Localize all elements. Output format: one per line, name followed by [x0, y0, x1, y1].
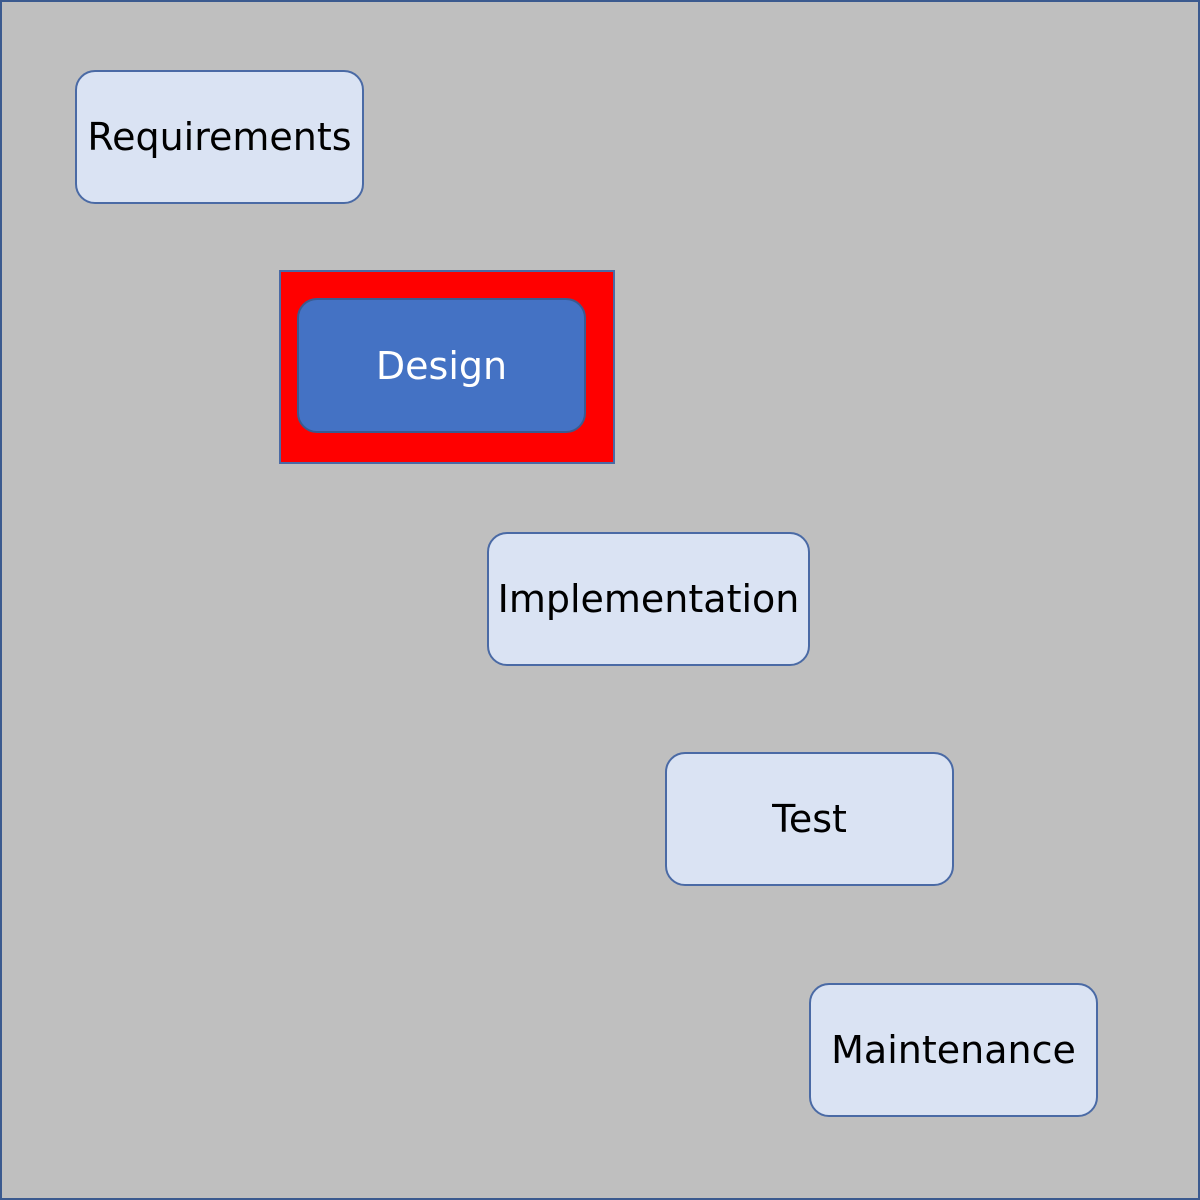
- stage-design[interactable]: Design: [297, 298, 586, 433]
- stage-test[interactable]: Test: [665, 752, 954, 886]
- stage-implementation[interactable]: Implementation: [487, 532, 810, 666]
- stage-requirements[interactable]: Requirements: [75, 70, 364, 204]
- stage-maintenance[interactable]: Maintenance: [809, 983, 1098, 1117]
